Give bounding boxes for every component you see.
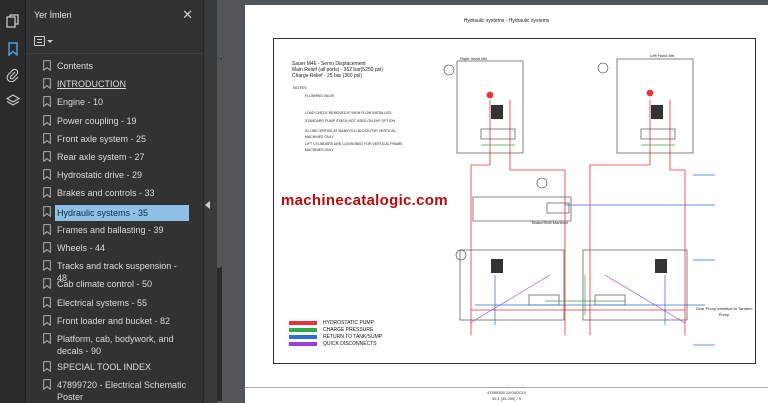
left-toolbar [0,0,26,403]
chevron-down-icon [47,39,53,43]
legend-label: HYDROSTATIC PUMP [323,320,374,326]
bookmark-icon [43,224,51,235]
bookmark-label: Cab climate control - 50 [57,279,153,290]
footer-page: 35.1 [35.000] / 9 [492,396,521,401]
bookmark-label: Electrical systems - 55 [57,297,148,308]
bookmark-label: Contents [57,61,94,71]
left-hand-motor-label: Left Hand Mtr [650,53,675,58]
note-1: FLUSHING VALVE [305,94,335,98]
bookmark-label: Rear axle system - 27 [57,152,145,162]
gear-pump-label: Gear Pump Interface to Tandem Pump [695,306,753,317]
schematic-frame [273,38,756,364]
bookmark-icon [43,361,51,372]
copy-pages-icon[interactable] [4,12,22,30]
bookmark-label: Front loader and bucket - 82 [57,315,171,326]
note-2: LOAD CHECK REMOVED IF HIGH FLOW INSTALLE… [305,111,392,115]
bookmark-label: Frames and ballasting - 39 [57,224,164,235]
bookmark-label: Front axle system - 25 [57,133,147,144]
attachment-icon[interactable] [4,66,22,84]
bookmark-label: INTRODUCTION [57,79,126,90]
bookmark-label: Wheels - 44 [57,243,106,253]
page-header: Hydraulic systems - Hydraulic systems [463,18,550,24]
bookmark-options-button[interactable] [34,34,58,48]
legend-swatch [289,328,317,332]
legend-item: CHARGE PRESSURE [289,327,373,333]
bookmark-icon [43,60,51,71]
bookmark-icon [43,379,51,391]
legend-label: RETURN TO TANK/SUMP [323,334,383,340]
right-hand-motor-label: Right Hand Mtr [460,56,487,61]
spec-line-3: Charge Relief - 25 bar (360 psi) [292,73,363,79]
bookmark-label: Hydrostatic drive - 29 [57,170,143,181]
panel-divider [26,53,203,54]
legend-swatch [289,335,317,339]
bookmark-icon [43,96,51,108]
legend-item: RETURN TO TANK/SUMP [289,334,382,340]
bookmark-icon [43,333,51,344]
close-icon[interactable]: ✕ [182,7,193,22]
bookmark-label: Tracks and track suspension - 48 [57,261,177,284]
bookmark-icon [43,78,51,90]
legend-swatch [289,342,317,346]
legend-label: QUICK DISCONNECTS [323,341,377,347]
layers-icon[interactable] [4,92,22,110]
bookmark-icon [43,260,51,272]
bookmark-icon [43,133,51,144]
bookmark-icon [43,315,51,326]
panel-title: Yer İmleri [34,10,72,20]
spec-line-2: Main Relief (all ports) - 362 bar(5250 p… [292,67,383,73]
legend-swatch [289,321,317,325]
bookmark-icon [43,296,51,308]
bookmark-icon [43,205,51,217]
bookmark-label: Power coupling - 19 [57,115,137,126]
bookmark-icon [43,242,51,253]
legend-item: HYDROSTATIC PUMP [289,320,374,326]
bookmark-label: Engine - 10 [57,97,104,108]
bookmark-label: Brakes and controls - 33 [57,188,155,199]
note-5: LIFT CYLINDERS ARE CUSHIONED FOR VERTICA… [305,142,403,152]
scrollbar-thumb[interactable] [216,58,222,268]
bookmark-icon[interactable] [4,40,22,58]
legend-item: QUICK DISCONNECTS [289,341,377,347]
brake-manifold-label: Brake/Shift Manifold [532,220,568,225]
bookmark-icon [43,169,51,181]
hydraulic-schematic [443,58,715,346]
bookmark-label: SPECIAL TOOL INDEX [57,362,152,372]
notes-title: NOTES [293,85,307,90]
note-3: STANDARD PUMP STACK NOT USED ON EHF OPTI… [305,119,395,123]
note-4: IN-LINE ORIFICE AT MANIFOLD BLOCK FOR VE… [305,129,396,139]
legend-label: CHARGE PRESSURE [323,327,374,333]
document-page: Hydraulic systems - Hydraulic systems Sa… [245,5,768,403]
bookmark-icon [43,151,51,162]
bookmark-label: Hydraulic systems - 35 [55,204,189,221]
panel-splitter[interactable] [203,0,217,403]
bookmark-icon [43,114,51,126]
options-list-icon [34,36,45,46]
bookmark-icon [43,187,51,199]
collapse-panel-icon[interactable] [205,201,210,209]
spec-line-1: Sauer M46 - Servo Displacement [292,61,366,67]
bookmark-label: Platform, cab, bodywork, and decals - 90 [57,334,174,356]
footer-divider [245,387,768,388]
bookmark-icon [43,278,51,290]
bookmark-label: 47899720 - Electrical Schematic Poster [57,380,187,403]
watermark-text: machinecatalogic.com [281,192,448,209]
footer-code: 47895365 24/06/2019 [487,390,526,395]
